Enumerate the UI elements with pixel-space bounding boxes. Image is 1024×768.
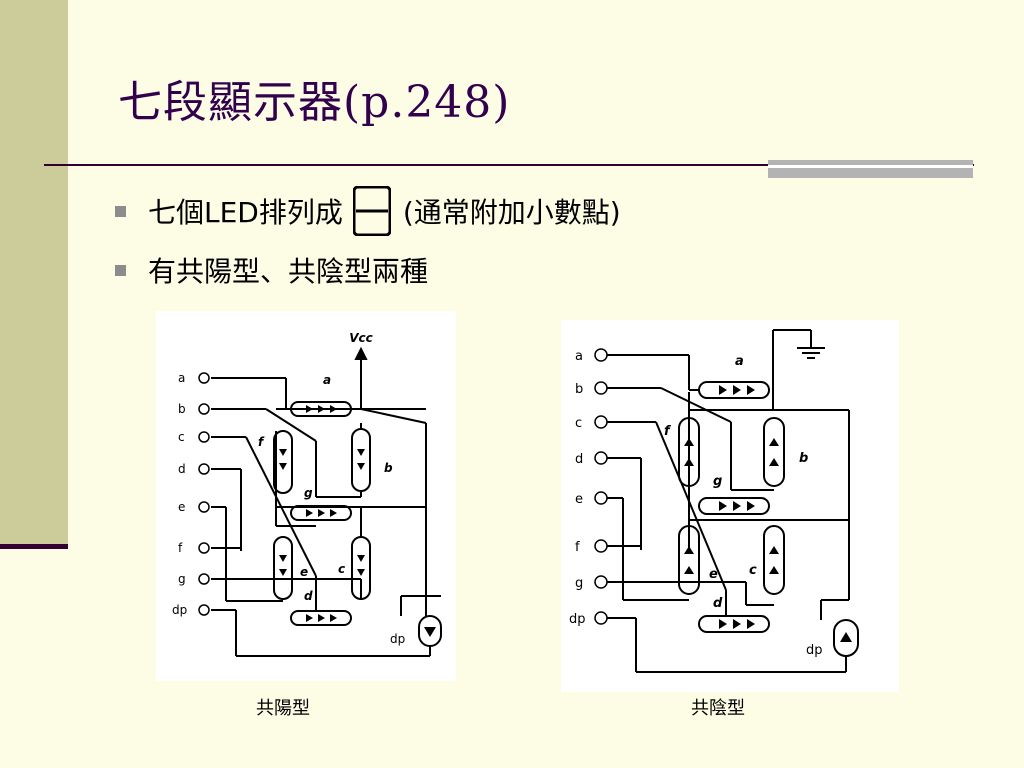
pin-b-label: b	[575, 382, 583, 397]
segment-dp-label: dp	[806, 643, 823, 658]
segment-b-label: b	[384, 461, 393, 475]
pin-e-label: e	[178, 500, 185, 514]
seven-segment-icon	[352, 186, 391, 236]
segment-f-label: f	[258, 435, 265, 449]
pin-f-label: f	[178, 541, 183, 555]
segment-a-label: a	[735, 354, 744, 369]
bullet-text-after: (通常附加小數點)	[402, 196, 621, 229]
pin-dp-label: dp	[569, 612, 586, 627]
title-underline	[44, 164, 974, 166]
pin-d-label: d	[178, 462, 186, 476]
bullet-item-1: 七個LED排列成 (通常附加小數點)	[115, 186, 621, 236]
common-anode-diagram: Vcc a b c d e f g dp a b c d e f g dp	[156, 311, 456, 681]
bullet-item-2: 有共陽型、共陰型兩種	[115, 250, 428, 290]
pin-c-label: c	[178, 430, 185, 444]
pin-d-label: d	[575, 452, 583, 467]
segment-c-label: c	[338, 562, 345, 576]
pin-e-label: e	[575, 492, 583, 507]
segment-e-label: e	[300, 565, 308, 579]
segment-a-label: a	[323, 373, 331, 387]
common-cathode-schematic: a b c d e f g dp a b c d e f g dp	[569, 329, 859, 673]
segment-d-label: d	[713, 596, 723, 611]
pin-g-label: g	[575, 576, 583, 591]
vcc-label: Vcc	[349, 331, 373, 345]
pin-f-label: f	[575, 540, 580, 555]
segment-b-label: b	[799, 451, 808, 466]
segment-g-label: g	[304, 486, 313, 500]
sidebar-band	[0, 0, 68, 545]
title-accent-bar	[768, 160, 973, 178]
slide-title: 七段顯示器(p.248)	[118, 77, 511, 128]
pin-a-label: a	[178, 371, 185, 385]
bullet-text-before: 七個LED排列成	[148, 196, 343, 229]
cathode-caption: 共陰型	[691, 698, 745, 719]
pin-dp-label: dp	[172, 603, 187, 617]
pin-c-label: c	[575, 416, 582, 431]
segment-c-label: c	[749, 563, 757, 578]
pin-a-label: a	[575, 349, 583, 364]
segment-e-label: e	[709, 567, 718, 582]
segment-f-label: f	[664, 424, 672, 439]
common-anode-schematic: Vcc a b c d e f g dp a b c d e f g dp	[172, 331, 442, 657]
bullet-text: 有共陽型、共陰型兩種	[148, 255, 429, 288]
bullet-square-icon	[115, 264, 126, 276]
anode-caption: 共陽型	[256, 698, 310, 719]
segment-dp-label: dp	[390, 632, 405, 646]
sidebar-rule	[0, 544, 68, 549]
bullet-square-icon	[115, 205, 126, 217]
segment-d-label: d	[304, 589, 313, 603]
pin-g-label: g	[178, 572, 186, 586]
pin-b-label: b	[178, 402, 186, 416]
common-cathode-diagram: a b c d e f g dp a b c d e f g dp	[561, 320, 899, 692]
segment-g-label: g	[713, 474, 722, 489]
